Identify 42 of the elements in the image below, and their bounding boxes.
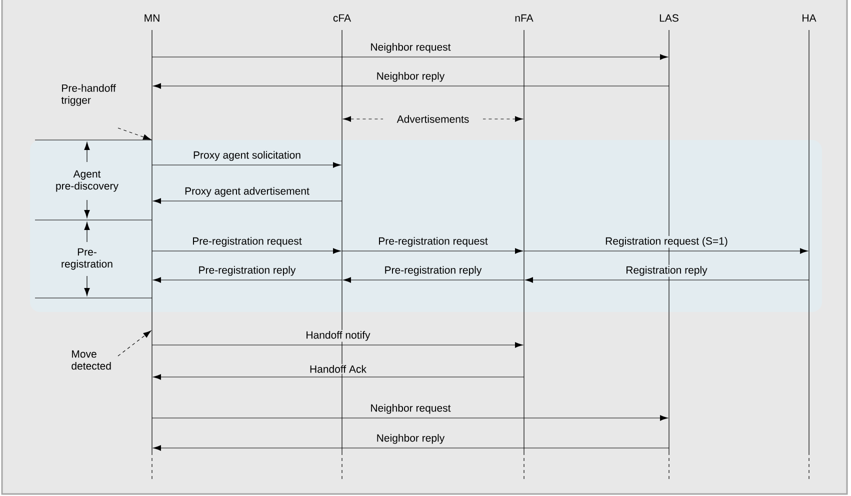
edge-label: Handoff Ack bbox=[310, 365, 366, 373]
participant-label: cFA bbox=[333, 14, 352, 22]
annotation-text: Pre-handoff trigger bbox=[61, 84, 116, 106]
phase-label: Pre-registration bbox=[62, 248, 112, 270]
participant-label: HA bbox=[802, 14, 816, 22]
message-arrow bbox=[153, 198, 342, 204]
edge-label: Proxy agent advertisement bbox=[185, 187, 310, 197]
message-arrow bbox=[153, 83, 670, 89]
phase-label: Agent pre-discovery bbox=[56, 170, 118, 192]
edge-label: Neighbor reply bbox=[377, 434, 445, 444]
edge-label: Pre-registration request bbox=[379, 237, 488, 247]
edge-label: Pre-registration reply bbox=[385, 266, 482, 276]
message-arrow bbox=[343, 277, 524, 283]
participant-label: nFA bbox=[515, 14, 534, 22]
message-arrow bbox=[152, 415, 668, 421]
message-arrow bbox=[342, 248, 523, 254]
message-arrow bbox=[153, 445, 670, 451]
message-arrow bbox=[153, 277, 342, 283]
participant-label: MN bbox=[144, 14, 160, 22]
edge-label: Proxy agent solicitation bbox=[194, 151, 300, 161]
edge-label: Pre-registration reply bbox=[199, 266, 296, 276]
edge-label: Registration request (S=1) bbox=[606, 237, 728, 247]
message-arrow bbox=[153, 374, 524, 380]
edge-label: Registration reply bbox=[626, 266, 708, 276]
message-arrow bbox=[524, 248, 808, 254]
edge-label: Neighbor reply bbox=[377, 72, 445, 82]
message-arrow bbox=[152, 54, 668, 60]
lifeline bbox=[808, 30, 810, 456]
annotation-text: Move detected bbox=[72, 350, 111, 370]
message-arrow bbox=[525, 277, 810, 283]
leader-line bbox=[118, 128, 151, 140]
edge-label: Advertisements bbox=[396, 115, 469, 123]
leader-line bbox=[118, 330, 152, 356]
message-arrow bbox=[152, 248, 341, 254]
edge-label: Neighbor request bbox=[371, 404, 451, 414]
lifeline bbox=[668, 30, 670, 456]
edge-label: Pre-registration request bbox=[193, 237, 302, 247]
edge-label: Neighbor request bbox=[371, 43, 451, 53]
message-arrow bbox=[152, 342, 523, 348]
participant-label: LAS bbox=[660, 14, 678, 22]
message-arrow bbox=[152, 162, 341, 168]
edge-label: Handoff notify bbox=[306, 331, 370, 341]
